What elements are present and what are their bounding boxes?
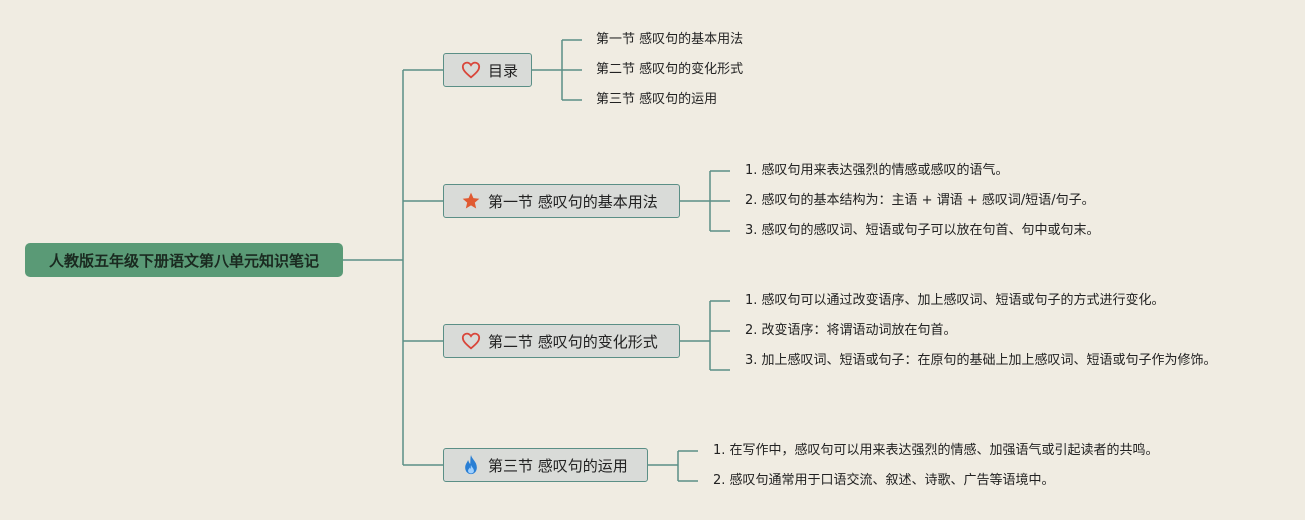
root-node[interactable]: 人教版五年级下册语文第八单元知识笔记 xyxy=(25,243,343,277)
leaf-item: 1. 感叹句可以通过改变语序、加上感叹词、短语或句子的方式进行变化。 xyxy=(745,293,1165,308)
leaf-item: 第三节 感叹句的运用 xyxy=(596,92,718,107)
branch-label: 第二节 感叹句的变化形式 xyxy=(488,332,658,351)
leaf-item: 3. 感叹句的感叹词、短语或句子可以放在句首、句中或句末。 xyxy=(745,223,1100,238)
branch-node-toc[interactable]: 目录 xyxy=(443,53,532,87)
leaf-item: 第二节 感叹句的变化形式 xyxy=(596,62,744,77)
branch-node-section-3[interactable]: 第三节 感叹句的运用 xyxy=(443,448,648,482)
leaf-item: 3. 加上感叹词、短语或句子：在原句的基础上加上感叹词、短语或句子作为修饰。 xyxy=(745,353,1217,368)
branch-node-section-1[interactable]: 第一节 感叹句的基本用法 xyxy=(443,184,680,218)
heart-outline-icon xyxy=(460,330,482,352)
leaf-item: 第一节 感叹句的基本用法 xyxy=(596,32,744,47)
star-icon xyxy=(460,190,482,212)
branch-node-section-2[interactable]: 第二节 感叹句的变化形式 xyxy=(443,324,680,358)
branch-label: 第一节 感叹句的基本用法 xyxy=(488,192,658,211)
heart-outline-icon xyxy=(460,59,482,81)
branch-label: 第三节 感叹句的运用 xyxy=(488,456,628,475)
root-label: 人教版五年级下册语文第八单元知识笔记 xyxy=(48,251,319,270)
leaf-item: 2. 改变语序：将谓语动词放在句首。 xyxy=(745,323,957,338)
branch-label: 目录 xyxy=(488,61,519,80)
leaf-item: 1. 感叹句用来表达强烈的情感或感叹的语气。 xyxy=(745,163,1009,178)
leaf-item: 1. 在写作中，感叹句可以用来表达强烈的情感、加强语气或引起读者的共鸣。 xyxy=(713,443,1159,458)
flame-icon xyxy=(460,454,482,476)
leaf-item: 2. 感叹句的基本结构为：主语 + 谓语 + 感叹词/短语/句子。 xyxy=(745,193,1095,208)
leaf-item: 2. 感叹句通常用于口语交流、叙述、诗歌、广告等语境中。 xyxy=(713,473,1055,488)
